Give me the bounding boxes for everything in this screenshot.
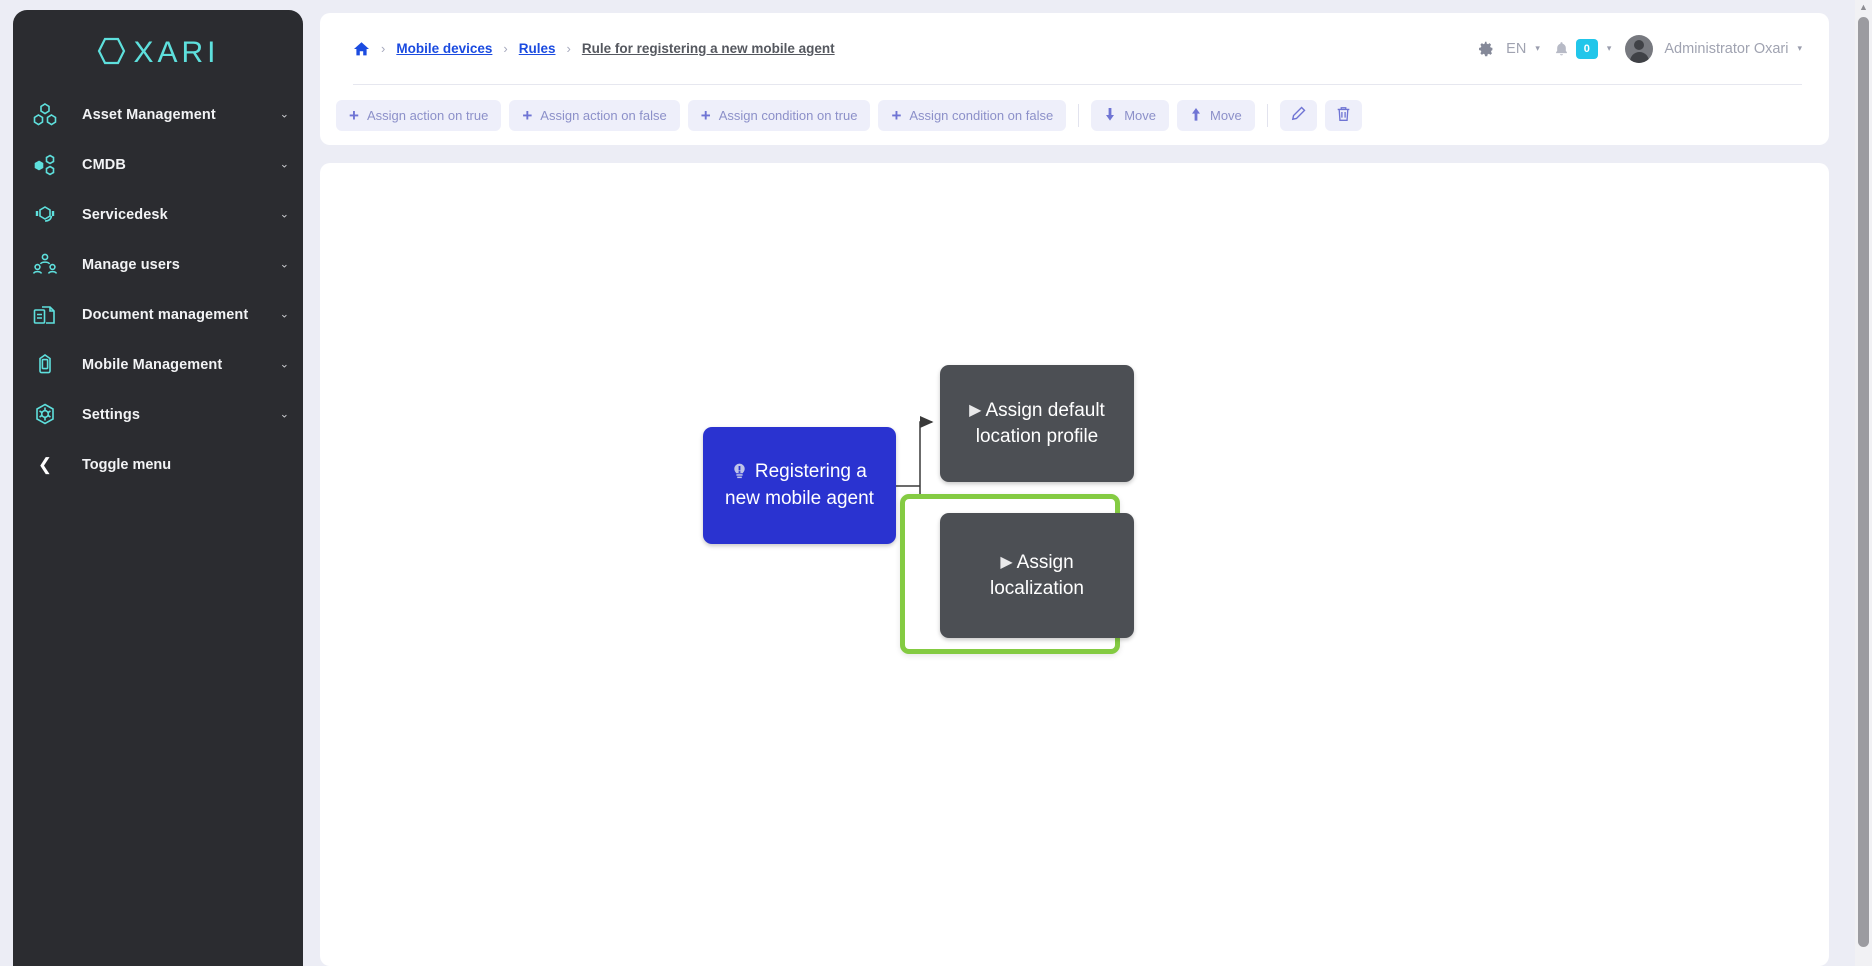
chevron-left-icon: ❮ [37, 455, 53, 474]
sidebar-item-settings[interactable]: Settings ⌄ [13, 390, 303, 440]
header-divider [353, 84, 1802, 85]
scrollbar-thumb[interactable] [1858, 17, 1869, 947]
sidebar-nav: Asset Management ⌄ CMDB ⌄ [13, 90, 303, 490]
chevron-down-icon[interactable]: ⌄ [279, 258, 289, 271]
brand-logo[interactable]: XARI [13, 10, 303, 86]
node-label: Registering a new mobile agent [725, 461, 874, 509]
button-label: Assign action on true [366, 107, 489, 123]
avatar-body [1629, 51, 1649, 63]
delete-button[interactable] [1324, 99, 1362, 131]
diagram-node-root[interactable]: Registering a new mobile agent [703, 427, 896, 544]
pencil-icon [1291, 106, 1306, 124]
play-icon: ▶ [969, 401, 982, 419]
bell-icon[interactable] [1554, 41, 1569, 57]
node-label: Assign localization [990, 551, 1084, 599]
sidebar-item-asset-management[interactable]: Asset Management ⌄ [13, 90, 303, 140]
header-bar: › Mobile devices › Rules › Rule for regi… [320, 13, 1829, 84]
chevron-down-icon[interactable]: ⌄ [279, 308, 289, 321]
play-icon: ▶ [1000, 553, 1013, 571]
headset-icon [27, 199, 63, 231]
page-scrollbar[interactable]: ▲ [1855, 0, 1872, 966]
mobile-device-icon [27, 349, 63, 381]
trash-icon [1336, 106, 1351, 125]
sidebar-item-label: Manage users [82, 257, 180, 273]
node-label: Assign default location profile [975, 399, 1105, 447]
assign-action-on-false-button[interactable]: + Assign action on false [509, 99, 680, 131]
arrow-down-icon [1104, 107, 1116, 123]
sidebar-item-mobile-management[interactable]: Mobile Management ⌄ [13, 340, 303, 390]
avatar[interactable] [1625, 34, 1654, 63]
plus-icon: + [891, 105, 902, 125]
cmdb-nodes-icon [27, 149, 63, 181]
arrow-up-icon [1190, 107, 1202, 123]
sidebar-item-label: Servicedesk [82, 207, 168, 223]
gear-hex-icon [27, 399, 63, 431]
plus-icon: + [522, 105, 533, 125]
logo-hexagon-icon [96, 36, 130, 71]
breadcrumb-link-mobile-devices[interactable]: Mobile devices [396, 41, 493, 56]
sidebar-item-cmdb[interactable]: CMDB ⌄ [13, 140, 303, 190]
chevron-down-icon[interactable]: ⌄ [279, 208, 289, 221]
plus-icon: + [349, 105, 359, 125]
edit-button[interactable] [1279, 99, 1317, 131]
scroll-up-arrow-icon[interactable]: ▲ [1859, 2, 1868, 12]
chevron-down-icon[interactable]: ▾ [1797, 43, 1802, 53]
sidebar-item-manage-users[interactable]: Manage users ⌄ [13, 240, 303, 290]
assign-action-on-true-button[interactable]: + Assign action on true [336, 99, 502, 131]
rule-toolbar: + Assign action on true + Assign action … [320, 85, 1829, 145]
button-label: Assign condition on false [909, 107, 1054, 123]
sidebar-item-label: Mobile Management [82, 357, 223, 373]
sidebar-item-servicedesk[interactable]: Servicedesk ⌄ [13, 190, 303, 240]
breadcrumb-separator: › [503, 41, 508, 56]
sidebar-item-label: Settings [82, 407, 140, 423]
breadcrumb-separator: › [381, 41, 386, 56]
users-group-icon [27, 249, 63, 281]
move-down-button[interactable]: Move [1091, 99, 1169, 131]
button-label: Assign action on false [540, 107, 667, 123]
sidebar-toggle-menu[interactable]: ❮ Toggle menu [13, 440, 303, 490]
username-label[interactable]: Administrator Oxari [1664, 40, 1789, 57]
alert-bulb-icon [732, 463, 752, 482]
gear-icon[interactable] [1478, 41, 1494, 57]
header-actions: EN ▾ 0 ▾ Administrator Oxari ▾ [1478, 13, 1802, 84]
assign-condition-on-true-button[interactable]: + Assign condition on true [687, 99, 871, 131]
diagram-node-assign-default-location-profile[interactable]: ▶Assign default location profile [940, 365, 1134, 482]
breadcrumb-current: Rule for registering a new mobile agent [581, 41, 835, 56]
button-label: Move [1124, 107, 1156, 123]
diagram: Registering a new mobile agent ▶Assign d… [320, 163, 1829, 966]
chevron-down-icon[interactable]: ⌄ [279, 158, 289, 171]
header-card: › Mobile devices › Rules › Rule for regi… [320, 13, 1829, 145]
button-label: Move [1210, 107, 1242, 123]
move-up-button[interactable]: Move [1177, 99, 1255, 131]
chevron-down-icon[interactable]: ⌄ [279, 108, 289, 121]
toolbar-divider [1078, 103, 1080, 127]
toolbar-divider [1266, 103, 1268, 127]
rule-diagram-canvas[interactable]: Registering a new mobile agent ▶Assign d… [320, 163, 1829, 966]
toggle-menu-label: Toggle menu [82, 457, 172, 473]
assign-condition-on-false-button[interactable]: + Assign condition on false [878, 99, 1067, 131]
home-icon[interactable] [353, 41, 370, 57]
sidebar-item-label: Document management [82, 307, 249, 323]
sidebar-item-document-management[interactable]: Document management ⌄ [13, 290, 303, 340]
assets-nodes-icon [27, 99, 63, 131]
diagram-node-assign-localization[interactable]: ▶Assign localization [940, 513, 1134, 638]
sidebar: XARI Asset Management ⌄ [13, 10, 303, 966]
sidebar-item-label: CMDB [82, 157, 126, 173]
chevron-down-icon[interactable]: ⌄ [279, 408, 289, 421]
logo-text: XARI [133, 36, 220, 69]
chevron-down-icon[interactable]: ⌄ [279, 358, 289, 371]
chevron-down-icon[interactable]: ▾ [1606, 43, 1612, 53]
plus-icon: + [700, 105, 711, 125]
button-label: Assign condition on true [718, 107, 858, 123]
avatar-head [1634, 39, 1645, 50]
notification-badge[interactable]: 0 [1575, 38, 1598, 59]
language-selector[interactable]: EN [1506, 40, 1527, 57]
documents-icon [27, 299, 63, 331]
breadcrumb-link-rules[interactable]: Rules [518, 41, 556, 56]
breadcrumb: › Mobile devices › Rules › Rule for regi… [353, 41, 835, 57]
chevron-down-icon[interactable]: ▾ [1535, 43, 1540, 53]
breadcrumb-separator: › [566, 41, 571, 56]
sidebar-item-label: Asset Management [82, 107, 216, 123]
